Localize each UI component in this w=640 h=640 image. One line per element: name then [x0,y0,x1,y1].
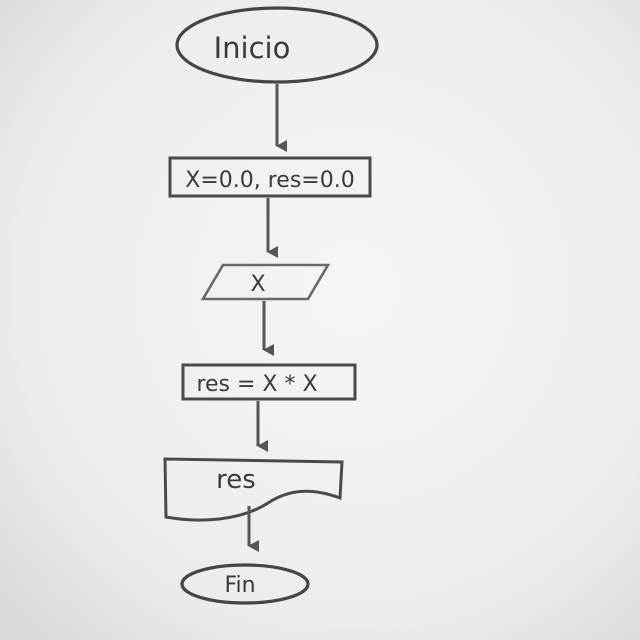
node-end: Fin [180,563,310,605]
process-shape [181,363,357,401]
node-start: Inicio [175,6,379,84]
node-output: res [163,457,344,522]
node-init-text: X=0.0, res=0.0 [185,168,354,193]
process-shape [168,156,372,198]
node-input: X [200,263,331,301]
terminal-shape [180,563,310,605]
node-end-text: Fin [224,573,255,598]
node-init: X=0.0, res=0.0 [168,156,372,198]
terminal-shape [175,6,379,84]
node-input-text: X [250,272,265,297]
node-compute-text: res = X * X [196,372,317,397]
node-start-text: Inicio [214,31,291,65]
document-shape [163,457,344,522]
input-output-shape [200,263,331,301]
node-output-text: res [216,465,256,495]
node-compute: res = X * X [181,363,357,401]
